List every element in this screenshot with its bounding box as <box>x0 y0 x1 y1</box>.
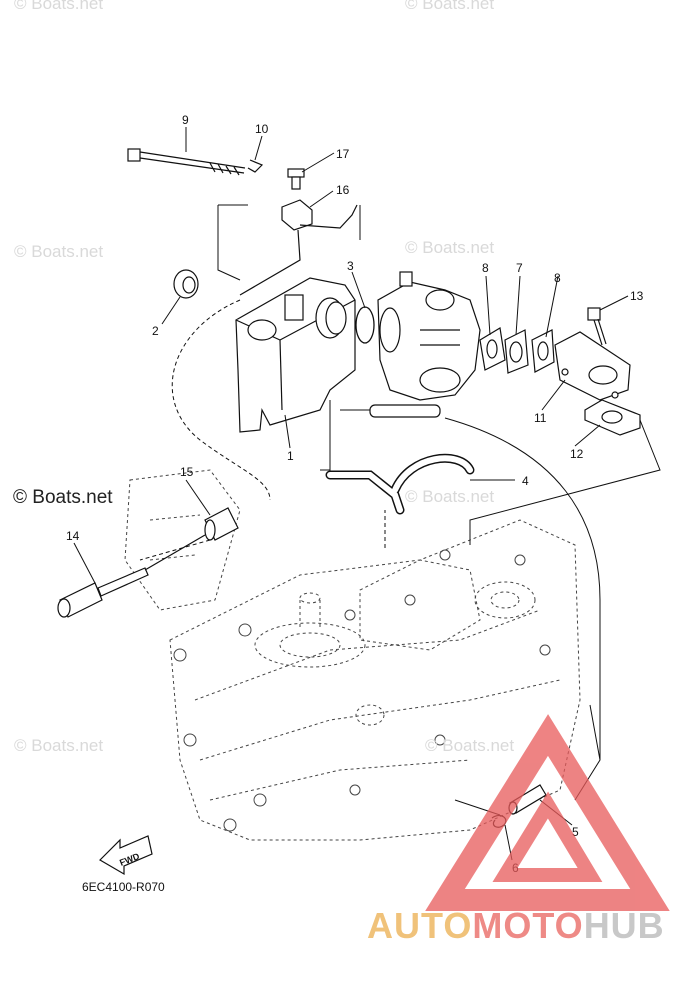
choke-cable <box>239 229 301 296</box>
callout-9: 9 <box>182 113 189 127</box>
brand-part-auto: AUTO <box>367 905 473 946</box>
callout-2: 2 <box>152 324 159 338</box>
callout-labels: 9 10 17 16 3 2 1 8 7 8 13 11 12 4 15 14 … <box>66 113 644 875</box>
part-14-choke-knob <box>57 534 206 618</box>
part-8-gasket-right <box>531 329 555 373</box>
callout-3: 3 <box>347 259 354 273</box>
engine-block <box>124 469 581 841</box>
throttle-cable <box>299 204 358 229</box>
part-15-grommet <box>204 507 239 541</box>
callout-7: 7 <box>516 261 523 275</box>
part-11-intake <box>554 331 631 401</box>
watermark-bottom-right: © Boats.net <box>425 736 515 755</box>
part-16-bracket <box>281 199 313 231</box>
part-8-gasket-left <box>479 327 506 371</box>
brand-part-hub: HUB <box>583 905 665 946</box>
callout-15: 15 <box>180 465 194 479</box>
part-4-hose-inner <box>327 455 473 513</box>
callout-12: 12 <box>570 447 584 461</box>
callout-10: 10 <box>255 122 269 136</box>
callout-17: 17 <box>336 147 350 161</box>
watermark-dark-left: © Boats.net <box>13 487 113 508</box>
watermark-bottom-left: © Boats.net <box>14 736 104 755</box>
watermark-mid-left: © Boats.net <box>14 242 104 261</box>
carburetor <box>369 271 481 418</box>
watermark-top-right: © Boats.net <box>405 0 495 13</box>
callout-11: 11 <box>534 411 547 425</box>
brand-part-moto: MOTO <box>472 905 584 946</box>
watermark-mid-right: © Boats.net <box>405 238 495 257</box>
callout-13: 13 <box>630 289 644 303</box>
part-12-gasket <box>584 399 641 436</box>
callout-5: 5 <box>572 825 579 839</box>
part-2-grommet <box>173 269 199 299</box>
watermark-top-left: © Boats.net <box>14 0 104 13</box>
part-3-oring <box>355 306 375 344</box>
part-17-screw <box>287 168 305 190</box>
callout-4: 4 <box>522 474 529 488</box>
callout-8-left: 8 <box>482 261 489 275</box>
callout-1: 1 <box>287 449 294 463</box>
part-13-bolt <box>587 307 607 346</box>
diagram-code: 6EC4100-R070 <box>82 880 165 894</box>
routing-lines <box>139 204 661 816</box>
brand-logo-icon <box>425 714 670 911</box>
callout-8-right: 8 <box>554 271 561 285</box>
brand-wordmark: AUTOMOTOHUB <box>367 905 665 947</box>
fwd-arrow: FWD <box>99 835 153 876</box>
part-7-plate <box>504 329 529 374</box>
part-10-clip <box>247 159 264 173</box>
part-1-silencer <box>235 277 356 433</box>
callout-14: 14 <box>66 529 80 543</box>
engine-bosses <box>173 549 551 832</box>
callout-16: 16 <box>336 183 350 197</box>
leader-lines <box>73 127 629 861</box>
watermark-center-right: © Boats.net <box>405 487 495 506</box>
part-9-bolt <box>127 148 246 176</box>
